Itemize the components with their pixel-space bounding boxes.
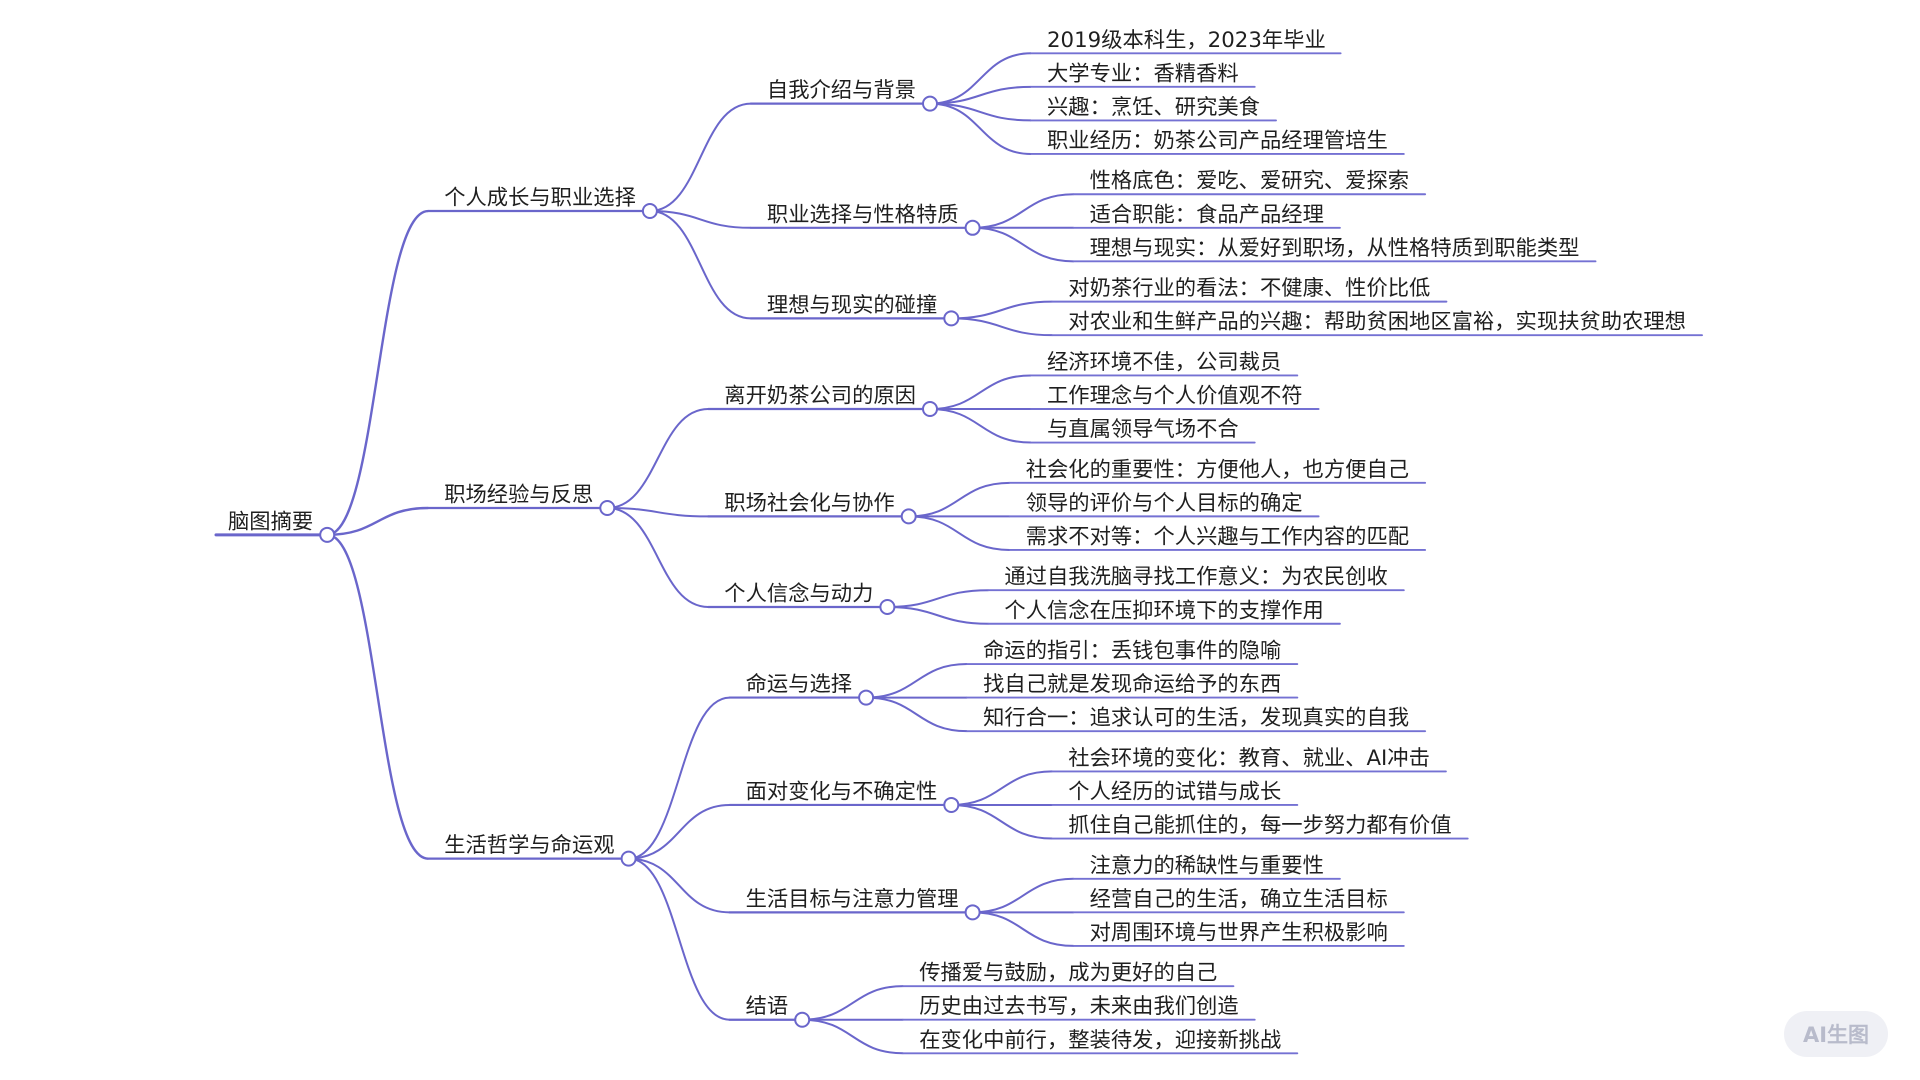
leaf-label: 社会化的重要性：方便他人，也方便自己 xyxy=(1026,457,1409,482)
leaf-label: 兴趣：烹饪、研究美食 xyxy=(1047,95,1260,120)
topic-fold-toggle[interactable] xyxy=(599,499,616,516)
leaf-label: 抓住自己能抓住的，每一步努力都有价值 xyxy=(1068,813,1451,838)
leaf-branch-link xyxy=(929,408,1032,444)
leaf-branch-link xyxy=(929,52,1032,105)
ai-image-button[interactable]: AI生图 xyxy=(1784,1011,1888,1057)
topic-branch-link xyxy=(326,209,429,537)
subtopic-branch-link xyxy=(649,102,751,213)
topic-branch-link xyxy=(326,533,429,860)
leaf-branch-link xyxy=(972,911,1074,947)
leaf-label: 经营自己的生活，确立生活目标 xyxy=(1090,887,1388,912)
leaf-label: 2019级本科生，2023年毕业 xyxy=(1047,28,1326,53)
leaf-label: 在变化中前行，整装待发，迎接新挑战 xyxy=(919,1028,1281,1053)
subtopic-branch-link xyxy=(649,210,751,320)
subtopic-branch-link xyxy=(607,408,709,509)
subtopic-label: 命运与选择 xyxy=(746,672,853,697)
subtopic-label: 自我介绍与背景 xyxy=(767,78,916,103)
leaf-branch-link xyxy=(929,102,1032,155)
subtopic-fold-toggle[interactable] xyxy=(900,508,917,525)
leaf-label: 需求不对等：个人兴趣与工作内容的匹配 xyxy=(1026,524,1409,549)
ai-image-button-label: AI生图 xyxy=(1802,1023,1870,1047)
leaf-label: 与直属领导气场不合 xyxy=(1047,417,1239,442)
subtopic-branch-link xyxy=(607,506,709,518)
subtopic-branch-link xyxy=(628,857,730,1021)
leaf-label: 传播爱与鼓励，成为更好的自己 xyxy=(919,961,1217,986)
leaf-branch-link xyxy=(951,770,1053,806)
subtopic-fold-toggle[interactable] xyxy=(964,219,981,236)
mindmap-labels: 脑图摘要 个人成长与职业选择 自我介绍与背景 2019级本科生，2023年毕业大学专业… xyxy=(228,28,1686,1053)
leaf-label: 领导的评价与个人目标的确定 xyxy=(1026,491,1303,516)
leaf-branch-link xyxy=(972,193,1074,229)
leaf-branch-link xyxy=(802,985,904,1021)
mindmap-links xyxy=(326,52,1074,1055)
leaf-branch-link xyxy=(951,300,1053,320)
leaf-label: 个人经历的试错与成长 xyxy=(1068,779,1281,804)
leaf-label: 理想与现实：从爱好到职场，从性格特质到职能类型 xyxy=(1090,236,1580,261)
subtopic-label: 生活目标与注意力管理 xyxy=(746,887,959,912)
subtopic-branch-link xyxy=(628,857,730,914)
leaf-branch-link xyxy=(972,226,1074,263)
topic-label: 个人成长与职业选择 xyxy=(444,186,636,211)
subtopic-fold-toggle[interactable] xyxy=(794,1011,811,1028)
leaf-label: 性格底色：爱吃、爱研究、爱探索 xyxy=(1090,169,1409,194)
leaf-label: 历史由过去书写，未来由我们创造 xyxy=(919,994,1238,1019)
subtopic-fold-toggle[interactable] xyxy=(964,904,981,921)
leaf-branch-link xyxy=(887,605,989,625)
subtopic-fold-toggle[interactable] xyxy=(879,598,896,615)
subtopic-branch-link xyxy=(649,210,751,229)
subtopic-label: 职场社会化与协作 xyxy=(724,491,894,516)
leaf-branch-link xyxy=(929,85,1032,105)
subtopic-label: 理想与现实的碰撞 xyxy=(767,293,937,318)
leaf-branch-link xyxy=(866,663,968,699)
subtopic-branch-link xyxy=(628,803,730,860)
root-fold-toggle[interactable] xyxy=(319,526,336,543)
leaf-branch-link xyxy=(887,589,989,608)
leaf-branch-link xyxy=(908,481,1010,518)
subtopic-branch-link xyxy=(628,696,730,860)
subtopic-label: 个人信念与动力 xyxy=(724,581,873,606)
leaf-label: 个人信念在压抑环境下的支撑作用 xyxy=(1004,598,1323,623)
leaf-label: 通过自我洗脑寻找工作意义：为农民创收 xyxy=(1004,565,1387,590)
leaf-label: 经济环境不佳，公司裁员 xyxy=(1047,350,1281,375)
topic-fold-toggle[interactable] xyxy=(641,203,658,220)
leaf-label: 适合职能：食品产品经理 xyxy=(1090,202,1324,227)
mindmap-underlines xyxy=(214,52,1703,1055)
leaf-label: 注意力的稀缺性与重要性 xyxy=(1090,853,1324,878)
subtopic-label: 职业选择与性格特质 xyxy=(767,202,959,227)
leaf-label: 对农业和生鲜产品的兴趣：帮助贫困地区富裕，实现扶贫助农理想 xyxy=(1068,310,1686,335)
subtopic-branch-link xyxy=(607,506,709,608)
subtopic-fold-toggle[interactable] xyxy=(943,310,960,327)
subtopic-label: 离开奶茶公司的原因 xyxy=(724,384,916,409)
topic-label: 生活哲学与命运观 xyxy=(444,833,614,858)
subtopic-fold-toggle[interactable] xyxy=(943,796,960,813)
leaf-label: 对奶茶行业的看法：不健康、性价比低 xyxy=(1068,276,1430,301)
mindmap-fold-toggles xyxy=(319,95,981,1028)
leaf-branch-link xyxy=(866,696,968,733)
subtopic-fold-toggle[interactable] xyxy=(922,401,938,417)
topic-fold-toggle[interactable] xyxy=(620,850,637,867)
leaf-label: 知行合一：追求认可的生活，发现真实的自我 xyxy=(983,706,1409,731)
leaf-branch-link xyxy=(929,374,1032,410)
subtopic-label: 结语 xyxy=(746,994,789,1019)
leaf-branch-link xyxy=(802,1018,904,1055)
leaf-label: 社会环境的变化：教育、就业、AI冲击 xyxy=(1068,746,1430,771)
leaf-branch-link xyxy=(908,515,1010,551)
leaf-branch-link xyxy=(951,317,1053,337)
leaf-branch-link xyxy=(951,803,1053,840)
topic-branch-link xyxy=(327,506,429,537)
leaf-label: 对周围环境与世界产生积极影响 xyxy=(1090,920,1388,945)
root-label: 脑图摘要 xyxy=(228,509,313,534)
leaf-label: 大学专业：香精香料 xyxy=(1047,61,1239,86)
subtopic-fold-toggle[interactable] xyxy=(922,95,938,112)
leaf-label: 职业经历：奶茶公司产品经理管培生 xyxy=(1047,128,1388,153)
leaf-label: 找自己就是发现命运给予的东西 xyxy=(983,672,1281,697)
subtopic-label: 面对变化与不确定性 xyxy=(746,779,938,804)
leaf-label: 命运的指引：丢钱包事件的隐喻 xyxy=(983,639,1281,664)
topic-label: 职场经验与反思 xyxy=(444,482,593,507)
subtopic-fold-toggle[interactable] xyxy=(858,689,875,706)
leaf-label: 工作理念与个人价值观不符 xyxy=(1047,384,1303,409)
leaf-branch-link xyxy=(972,877,1074,914)
